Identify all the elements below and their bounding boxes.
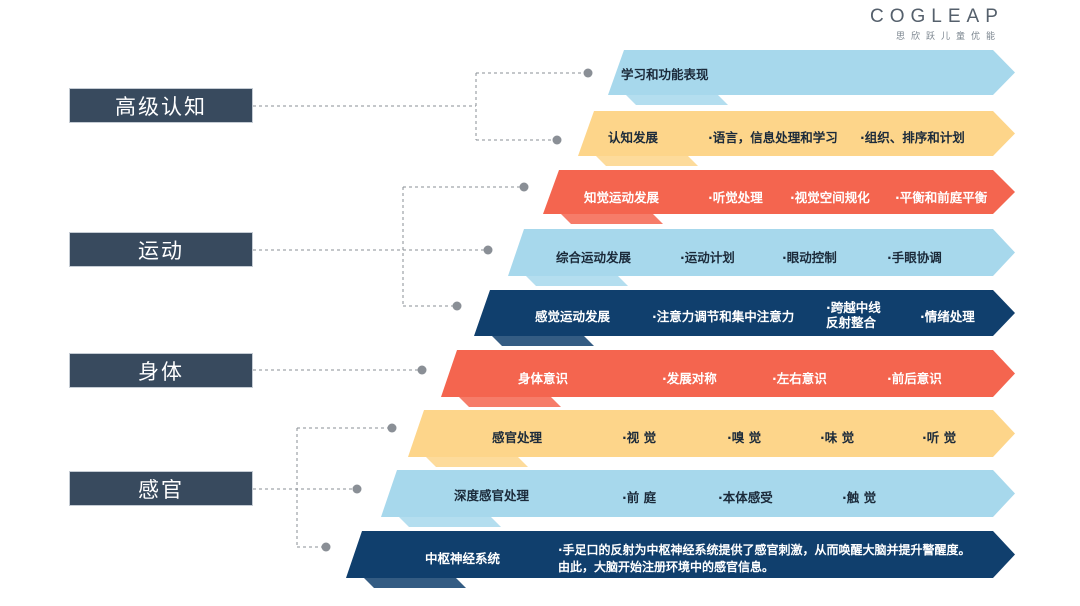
- logo-name: COGLEAP: [870, 6, 1004, 27]
- layer-2-item-2: ·平衡和前庭平衡: [895, 190, 988, 205]
- connector-lines: [253, 68, 593, 552]
- layer-1-label: 认知发展: [608, 130, 659, 145]
- layer-1-item-0: ·语言，信息处理和学习: [708, 130, 838, 145]
- dot-senses-mid: [352, 484, 362, 494]
- layer-6-item-3: ·听 觉: [922, 430, 957, 445]
- band-3: [508, 229, 1015, 276]
- band-tab-8: [364, 578, 466, 588]
- category-body: 身体: [69, 353, 253, 388]
- dot-motor-bottom: [452, 301, 462, 311]
- dot-motor-mid: [483, 245, 493, 255]
- layer-4-item-0: ·注意力调节和集中注意力: [652, 309, 795, 324]
- logo-subtitle: 思欣跃儿童优能: [896, 31, 1002, 41]
- band-tab-1: [596, 156, 698, 166]
- layer-4-label: 感觉运动发展: [535, 309, 611, 324]
- band-2: [543, 170, 1015, 214]
- band-tab-2: [561, 214, 663, 224]
- layer-5-label: 身体意识: [518, 371, 569, 386]
- layer-6-item-0: ·视 觉: [622, 430, 657, 445]
- dot-cognition-top: [583, 68, 593, 78]
- dot-motor-top: [519, 182, 529, 192]
- layer-6-item-2: ·味 觉: [820, 430, 855, 445]
- layer-7-label: 深度感官处理: [454, 488, 530, 503]
- band-7: [381, 470, 1015, 517]
- band-5: [441, 350, 1015, 397]
- band-4: [474, 290, 1015, 336]
- category-senses: 感官: [69, 471, 253, 506]
- layer-6-label: 感官处理: [492, 430, 543, 445]
- layer-5-item-0: ·发展对称: [662, 371, 717, 386]
- layer-4-item-1: ·跨越中线 反射整合: [826, 300, 881, 330]
- band-0: [608, 50, 1015, 95]
- layer-3-label: 综合运动发展: [556, 250, 632, 265]
- layer-6-item-1: ·嗅 觉: [727, 430, 762, 445]
- layer-3-item-0: ·运动计划: [680, 250, 735, 265]
- category-higher-cognition: 高级认知: [69, 88, 253, 123]
- band-tab-0: [626, 95, 728, 105]
- layer-8-item-0: ·手足口的反射为中枢神经系统提供了感官刺激，从而唤醒大脑并提升警醒度。 由此，大…: [558, 543, 971, 574]
- layer-1-item-1: ·组织、排序和计划: [860, 130, 965, 145]
- layer-7-item-1: ·本体感受: [718, 490, 773, 505]
- layer-2-item-1: ·视觉空间规化: [790, 190, 870, 205]
- band-tab-5: [459, 397, 561, 407]
- layer-4-item-2: ·情绪处理: [920, 309, 975, 324]
- layer-8-label: 中枢神经系统: [425, 551, 501, 566]
- layer-5-item-2: ·前后意识: [887, 371, 942, 386]
- band-8: [346, 531, 1015, 578]
- layer-7-item-2: ·触 觉: [842, 490, 877, 505]
- pyramid-bands: [346, 50, 1015, 588]
- band-tab-4: [492, 336, 594, 346]
- layer-7-item-0: ·前 庭: [622, 490, 657, 505]
- layer-2-label: 知觉运动发展: [584, 190, 660, 205]
- layer-3-item-1: ·眼动控制: [782, 250, 837, 265]
- dot-senses-bottom: [321, 542, 331, 552]
- band-tab-7: [399, 517, 501, 527]
- band-1: [578, 111, 1015, 156]
- dot-senses-top: [387, 423, 397, 433]
- category-motor: 运动: [69, 232, 253, 267]
- layer-5-item-1: ·左右意识: [772, 371, 827, 386]
- layer-0-label: 学习和功能表现: [621, 67, 709, 82]
- layer-3-item-2: ·手眼协调: [887, 250, 942, 265]
- band-tab-6: [426, 457, 528, 467]
- band-tab-3: [526, 276, 628, 286]
- layer-2-item-0: ·听觉处理: [708, 190, 763, 205]
- band-6: [408, 410, 1015, 457]
- dot-cognition-bottom: [552, 135, 562, 145]
- dot-body: [417, 365, 427, 375]
- layer-0: 学习和功能表现: [621, 64, 709, 83]
- cogleap-logo: COGLEAP 思欣跃儿童优能: [870, 6, 1060, 42]
